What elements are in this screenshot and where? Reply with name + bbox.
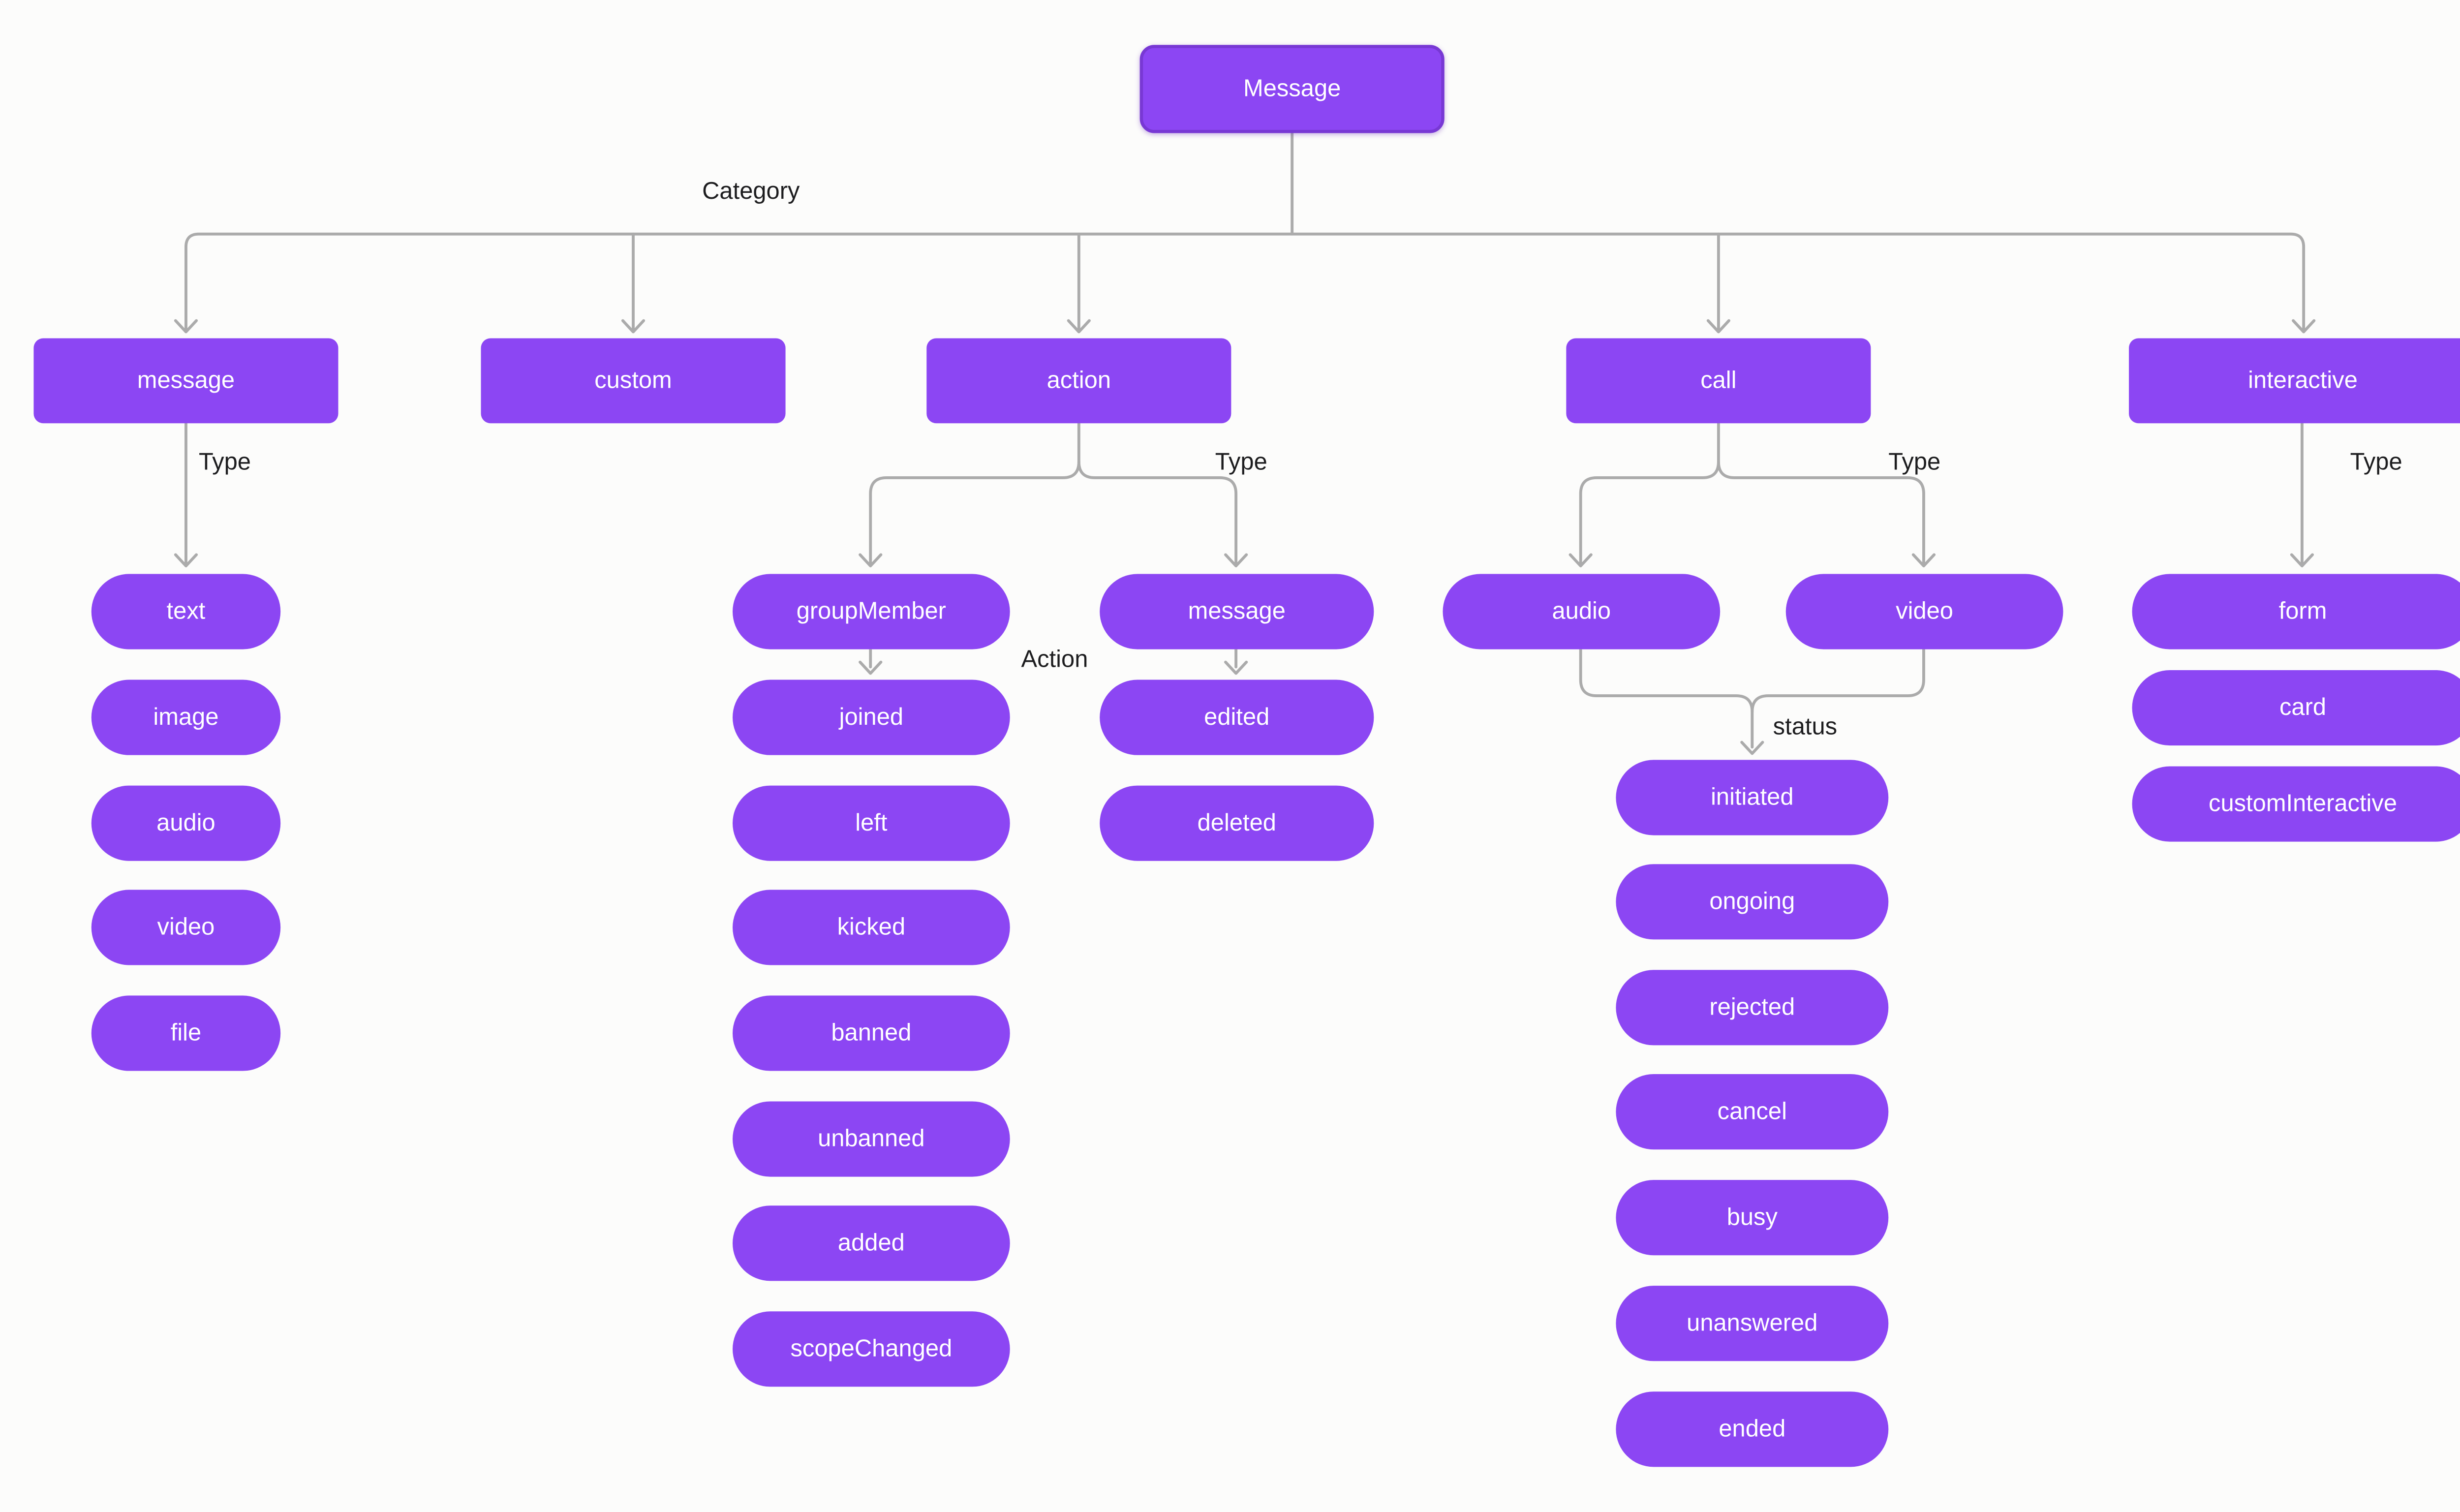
connector-drop-action xyxy=(1067,232,1091,334)
connector-action-split-left xyxy=(859,422,1080,568)
node-type-image: image xyxy=(91,679,281,755)
node-category-message: message xyxy=(33,338,338,424)
connector-drop-custom xyxy=(621,232,646,334)
connector-messageaction-edited xyxy=(1224,648,1248,675)
node-type-video: video xyxy=(91,890,281,965)
node-action-edited: edited xyxy=(1100,679,1374,755)
edge-label-type-call: Type xyxy=(1888,449,1941,476)
node-action-unbanned: unbanned xyxy=(733,1101,1010,1177)
edge-label-category: Category xyxy=(702,178,800,206)
connector-call-split-left xyxy=(1568,422,1720,568)
node-message-root: Message xyxy=(1139,45,1445,133)
node-category-call: call xyxy=(1566,338,1871,424)
connector-message-type xyxy=(174,422,198,568)
node-call-video: video xyxy=(1785,574,2063,649)
edge-label-type-action: Type xyxy=(1215,449,1267,476)
node-category-interactive: interactive xyxy=(2129,338,2460,424)
edge-label-type-interactive: Type xyxy=(2350,449,2402,476)
connector-call-split-right xyxy=(1717,460,1936,568)
connector-merge-video xyxy=(1751,648,1925,713)
node-action-joined: joined xyxy=(733,679,1010,755)
node-action-added: added xyxy=(733,1205,1010,1281)
node-status-unanswered: unanswered xyxy=(1616,1286,1889,1361)
node-status-rejected: rejected xyxy=(1616,970,1889,1046)
connector-status-arrowhead xyxy=(1740,741,1764,755)
edge-label-action: Action xyxy=(1021,646,1088,674)
node-action-deleted: deleted xyxy=(1100,785,1374,861)
node-status-initiated: initiated xyxy=(1616,760,1889,835)
node-category-action: action xyxy=(926,338,1231,424)
node-action-banned: banned xyxy=(733,995,1010,1071)
node-call-audio: audio xyxy=(1443,574,1721,649)
node-type-audio: audio xyxy=(91,785,281,861)
node-interactive-card: card xyxy=(2132,670,2460,746)
node-status-ongoing: ongoing xyxy=(1616,864,1889,940)
node-action-left: left xyxy=(733,785,1010,861)
node-interactive-custominteractive: customInteractive xyxy=(2132,766,2460,842)
node-status-busy: busy xyxy=(1616,1180,1889,1256)
connector-interactive-type xyxy=(2290,422,2314,568)
node-action-scopechanged: scopeChanged xyxy=(733,1311,1010,1387)
node-status-ended: ended xyxy=(1616,1391,1889,1467)
node-category-custom: custom xyxy=(481,338,786,424)
edge-label-type-message: Type xyxy=(199,449,251,476)
node-action-kicked: kicked xyxy=(733,890,1010,965)
node-type-text: text xyxy=(91,574,281,649)
connector-merge-audio xyxy=(1579,648,1754,749)
connector-drop-call xyxy=(1706,232,1731,334)
node-interactive-form: form xyxy=(2132,574,2460,649)
edge-label-status: status xyxy=(1773,713,1838,741)
node-action-groupmember: groupMember xyxy=(733,574,1010,649)
node-action-message: message xyxy=(1100,574,1374,649)
node-status-cancel: cancel xyxy=(1616,1074,1889,1150)
connector-action-split-right xyxy=(1077,460,1248,568)
connector-groupmember-action xyxy=(859,648,883,675)
node-type-file: file xyxy=(91,995,281,1071)
connector-category-bus xyxy=(174,232,2316,334)
